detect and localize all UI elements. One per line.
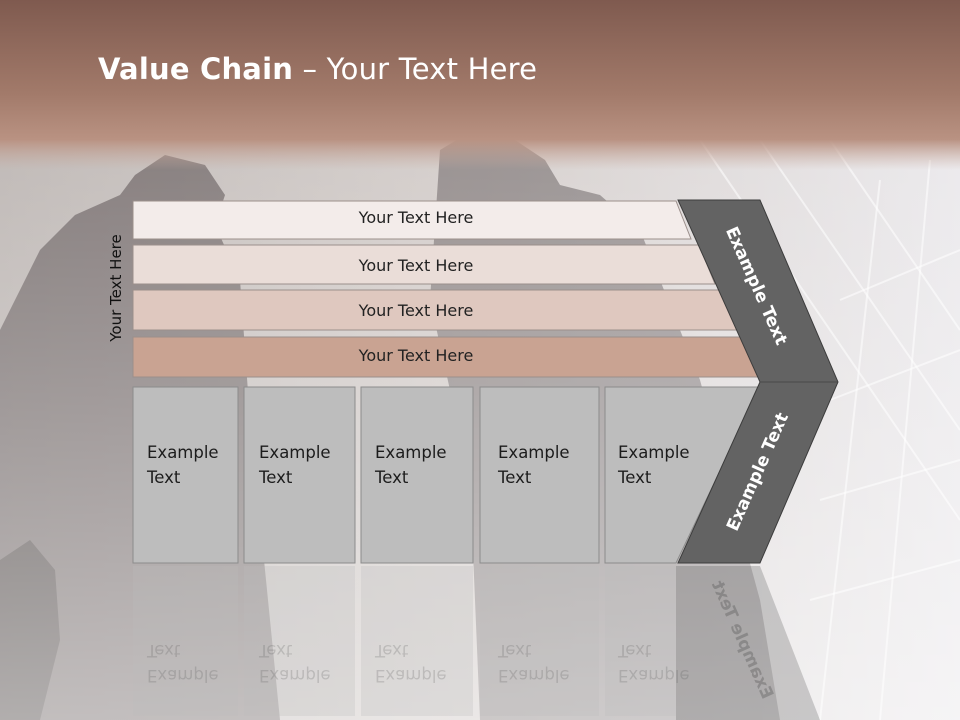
cell-1-label: Example Text	[147, 440, 219, 490]
title-rest: – Your Text Here	[293, 52, 538, 86]
title-bold: Value Chain	[98, 52, 294, 86]
cell-2-reflection: Example Text	[259, 638, 331, 688]
page-title: Value Chain – Your Text Here	[98, 52, 537, 86]
bar-1-label: Your Text Here	[358, 208, 474, 227]
bar-3-label: Your Text Here	[358, 301, 474, 320]
cell-2-reflection-line1: Example	[259, 666, 331, 685]
cell-5-reflection-line1: Example	[618, 666, 690, 685]
cell-5-line1: Example	[618, 443, 690, 462]
cell-2	[243, 386, 356, 564]
cell-2-reflection-line2: Text	[259, 641, 293, 660]
cell-1-reflection-line2: Text	[147, 641, 181, 660]
cell-5	[604, 386, 761, 564]
bar-2	[132, 244, 716, 285]
cell-4-line2: Text	[498, 468, 532, 487]
cell-3-line2: Text	[375, 468, 409, 487]
bar-1	[132, 200, 692, 240]
bar-2-label: Your Text Here	[358, 256, 474, 275]
cell-5-line2: Text	[618, 468, 652, 487]
cell-4-reflection-line1: Example	[498, 666, 570, 685]
cell-3-reflection-line2: Text	[375, 641, 409, 660]
cell-3-label: Example Text	[375, 440, 447, 490]
cell-1-line2: Text	[147, 468, 181, 487]
cell-1-reflection-line1: Example	[147, 666, 219, 685]
cell-5-label: Example Text	[618, 440, 690, 490]
cell-2-line1: Example	[259, 443, 331, 462]
cell-4-reflection: Example Text	[498, 638, 570, 688]
cell-3-reflection-line1: Example	[375, 666, 447, 685]
cell-3-reflection: Example Text	[375, 638, 447, 688]
cell-4-line1: Example	[498, 443, 570, 462]
cell-2-line2: Text	[259, 468, 293, 487]
bar-4-label: Your Text Here	[358, 346, 474, 365]
cell-1-line1: Example	[147, 443, 219, 462]
cells-reflection	[133, 566, 820, 720]
cell-3	[360, 386, 474, 564]
cell-2-label: Example Text	[259, 440, 331, 490]
cell-5-reflection: Example Text	[618, 638, 690, 688]
cell-4	[479, 386, 600, 564]
cell-4-label: Example Text	[498, 440, 570, 490]
cell-4-reflection-line2: Text	[498, 641, 532, 660]
cell-5-reflection-line2: Text	[618, 641, 652, 660]
cell-3-line1: Example	[375, 443, 447, 462]
cell-1	[132, 386, 239, 564]
cell-1-reflection: Example Text	[147, 638, 219, 688]
